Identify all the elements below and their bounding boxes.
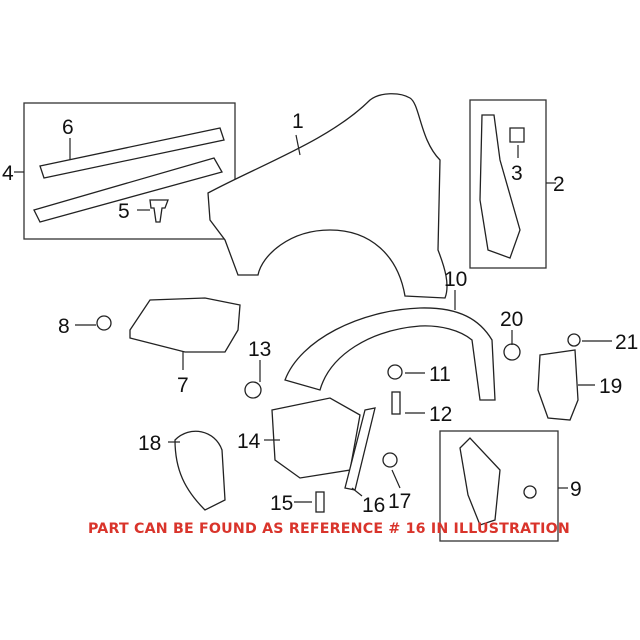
callout-19: 19 bbox=[599, 375, 622, 398]
callout-16: 16 bbox=[362, 494, 385, 517]
callout-4: 4 bbox=[2, 162, 14, 185]
callout-5: 5 bbox=[118, 200, 130, 223]
callout-6: 6 bbox=[62, 116, 74, 139]
group-box-2 bbox=[469, 99, 547, 269]
bolt-9 bbox=[523, 485, 537, 499]
fender-seal bbox=[479, 114, 521, 259]
callout-21: 21 bbox=[615, 331, 638, 354]
bolt-3 bbox=[509, 127, 525, 143]
bracket-9 bbox=[459, 437, 501, 526]
callout-14: 14 bbox=[237, 430, 261, 453]
callout-8: 8 bbox=[58, 315, 70, 338]
bolt-17 bbox=[382, 452, 398, 468]
mudguard-19 bbox=[537, 349, 579, 421]
fender-molding-upper bbox=[39, 127, 225, 179]
fender-liner-14 bbox=[271, 397, 361, 479]
bolt-20 bbox=[503, 343, 521, 361]
callout-11: 11 bbox=[429, 363, 451, 386]
callout-9: 9 bbox=[570, 478, 582, 501]
group-box-9 bbox=[439, 430, 559, 542]
callout-10: 10 bbox=[444, 268, 467, 291]
leader-lines bbox=[69, 134, 612, 503]
callout-20: 20 bbox=[500, 308, 523, 331]
shield-18 bbox=[174, 430, 226, 511]
clip-5 bbox=[149, 199, 169, 223]
callout-17: 17 bbox=[388, 490, 411, 513]
callout-13: 13 bbox=[248, 338, 271, 361]
bolt-12 bbox=[391, 391, 401, 415]
fender bbox=[207, 93, 448, 299]
nut-11 bbox=[387, 364, 403, 380]
group-box-4 bbox=[23, 102, 236, 240]
splash-shield-7 bbox=[129, 297, 241, 353]
callout-3: 3 bbox=[511, 162, 523, 185]
clip-21 bbox=[567, 333, 581, 347]
nut-13 bbox=[244, 381, 262, 399]
bolt-15 bbox=[315, 491, 325, 513]
reference-note: PART CAN BE FOUND AS REFERENCE # 16 IN I… bbox=[88, 521, 570, 537]
callout-12: 12 bbox=[429, 403, 452, 426]
callout-2: 2 bbox=[553, 173, 565, 196]
callout-7: 7 bbox=[177, 374, 189, 397]
fender-liner bbox=[284, 307, 496, 401]
callout-1: 1 bbox=[292, 110, 304, 133]
callout-15: 15 bbox=[270, 492, 293, 515]
clip-8 bbox=[96, 315, 112, 331]
fender-molding-lower bbox=[33, 157, 223, 223]
callout-18: 18 bbox=[138, 432, 161, 455]
